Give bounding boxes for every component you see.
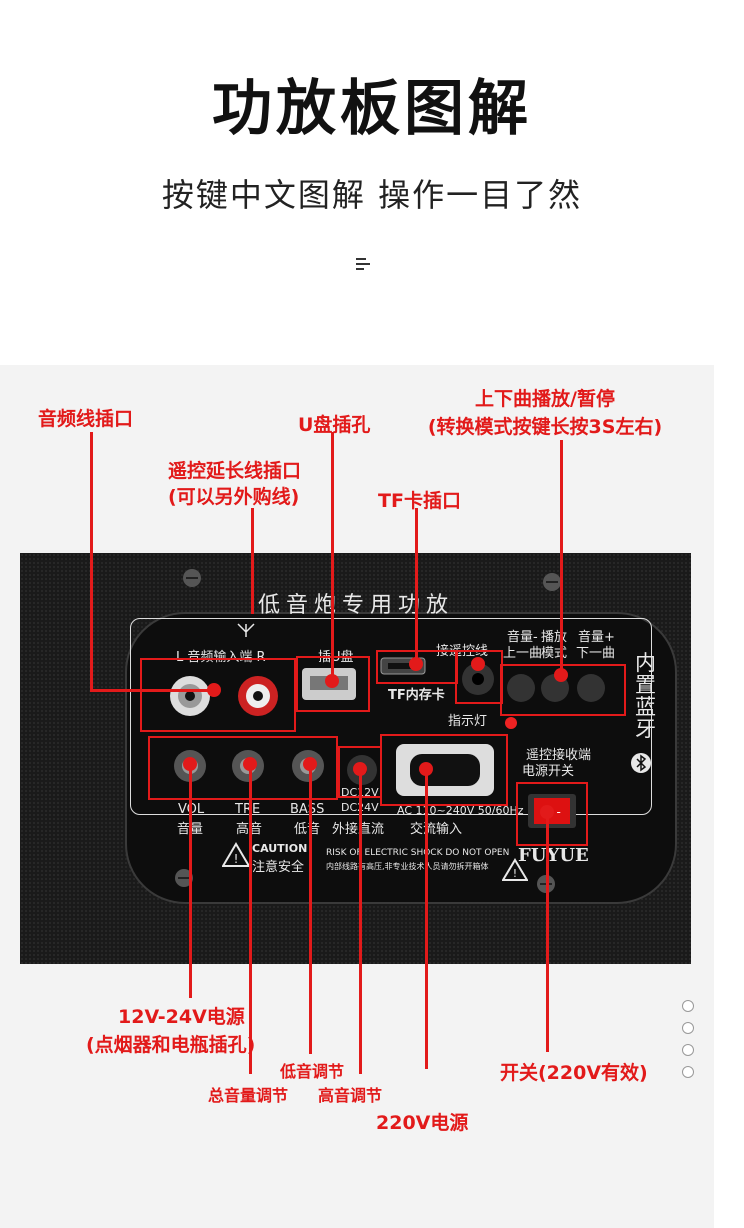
caution-label: CAUTION (252, 842, 308, 855)
usb-dot (325, 674, 339, 688)
audio-input-box (140, 658, 296, 732)
btn-next-sub: 下一曲 (576, 646, 616, 661)
remote-dot (471, 657, 485, 671)
tre-label: TRE (235, 802, 261, 817)
btn-play-sub: 模式 (541, 646, 568, 661)
remote-box (455, 650, 503, 704)
callout-bass-adj: 低音调节 (280, 1062, 345, 1081)
tf-label: TF内存卡 (388, 688, 445, 703)
risk-cn-label: 内部线路有高压,非专业技术人员请勿拆开箱体 (326, 862, 489, 871)
screw-icon (175, 869, 193, 887)
carousel-dot[interactable] (682, 1000, 694, 1012)
tre-leader (249, 764, 252, 1074)
buttons-dot (554, 668, 568, 682)
svg-text:!: ! (513, 867, 517, 880)
carousel-dot[interactable] (682, 1066, 694, 1078)
page-subtitle: 按键中文图解 操作一目了然 (161, 176, 583, 214)
remote-recv-label: 遥控接收端 (526, 748, 592, 763)
indicator-label: 指示灯 (448, 714, 488, 729)
carousel-dot[interactable] (682, 1022, 694, 1034)
remote-ext-leader (251, 508, 254, 614)
switch-leader (546, 812, 549, 1052)
knobs-box (148, 736, 338, 800)
callout-usb: U盘插孔 (298, 414, 371, 436)
audio-leader (90, 432, 93, 691)
bluetooth-icon (631, 753, 651, 773)
power-switch-label: 电源开关 (522, 764, 575, 779)
menu-icon (356, 258, 370, 272)
ac-label: AC 110~240V 50/60Hz (397, 804, 524, 817)
control-buttons[interactable] (503, 670, 613, 706)
callout-remote-ext: 遥控延长线插口 (168, 460, 302, 482)
page-title: 功放板图解 (212, 74, 532, 144)
screw-icon (543, 573, 561, 591)
audio-leader-h (90, 689, 212, 692)
remote-jack[interactable] (458, 660, 498, 698)
caution-cn-label: 注意安全 (252, 860, 305, 875)
btn-prev-sub: 上一曲 (503, 646, 543, 661)
callout-ac-power: 220V电源 (376, 1112, 469, 1134)
risk-label: RISK OF ELECTRIC SHOCK DO NOT OPEN (326, 848, 510, 858)
callout-audio-line: 音频线插口 (38, 408, 134, 430)
btn-next-label: 音量+ (578, 630, 615, 645)
brand-label: FUYUE (518, 845, 589, 866)
ac-cn-label: 交流输入 (410, 822, 463, 837)
usb-leader (331, 432, 334, 680)
callout-dc-power-note: (点烟器和电瓶插孔) (86, 1034, 256, 1056)
warning-icon: ! (222, 842, 250, 867)
callout-prev-next: 上下曲播放/暂停 (475, 388, 615, 410)
callout-dc-power: 12V-24V电源 (118, 1006, 245, 1028)
rca-right-jack[interactable] (236, 674, 280, 718)
tf-dot (409, 657, 423, 671)
screw-icon (183, 569, 201, 587)
callout-switch: 开关(220V有效) (500, 1062, 648, 1084)
carousel-dot[interactable] (682, 1044, 694, 1056)
switch-box (516, 782, 588, 846)
buttons-box (500, 664, 626, 716)
bass-cn-label: 低音 (294, 822, 321, 837)
indicator-led (505, 717, 517, 729)
callout-tf: TF卡插口 (378, 490, 461, 512)
bt-label: 内置蓝牙 (635, 651, 656, 741)
callout-prev-next-note: (转换模式按键长按3S左右) (427, 416, 663, 438)
callout-vol-adj: 总音量调节 (208, 1086, 289, 1105)
bass-leader (309, 764, 312, 1054)
ac-leader (425, 769, 428, 1069)
audio-in-label: L 音频输入端 R (176, 650, 266, 665)
buttons-leader (560, 440, 563, 674)
vol-leader (189, 764, 192, 998)
ac-box (380, 734, 508, 806)
audio-dot (207, 683, 221, 697)
callout-treble-adj: 高音调节 (318, 1086, 383, 1105)
bass-label: BASS (290, 802, 325, 817)
warning-icon: ! (502, 858, 528, 881)
btn-prev-label: 音量- (507, 630, 538, 645)
plate-frame (130, 618, 652, 815)
svg-text:!: ! (234, 852, 239, 866)
dc-leader (359, 769, 362, 1074)
tf-leader (415, 508, 418, 662)
callout-remote-ext-note: (可以另外购线) (168, 486, 300, 508)
antenna-icon (237, 623, 255, 637)
dc-cn-label: 外接直流 (332, 822, 385, 837)
